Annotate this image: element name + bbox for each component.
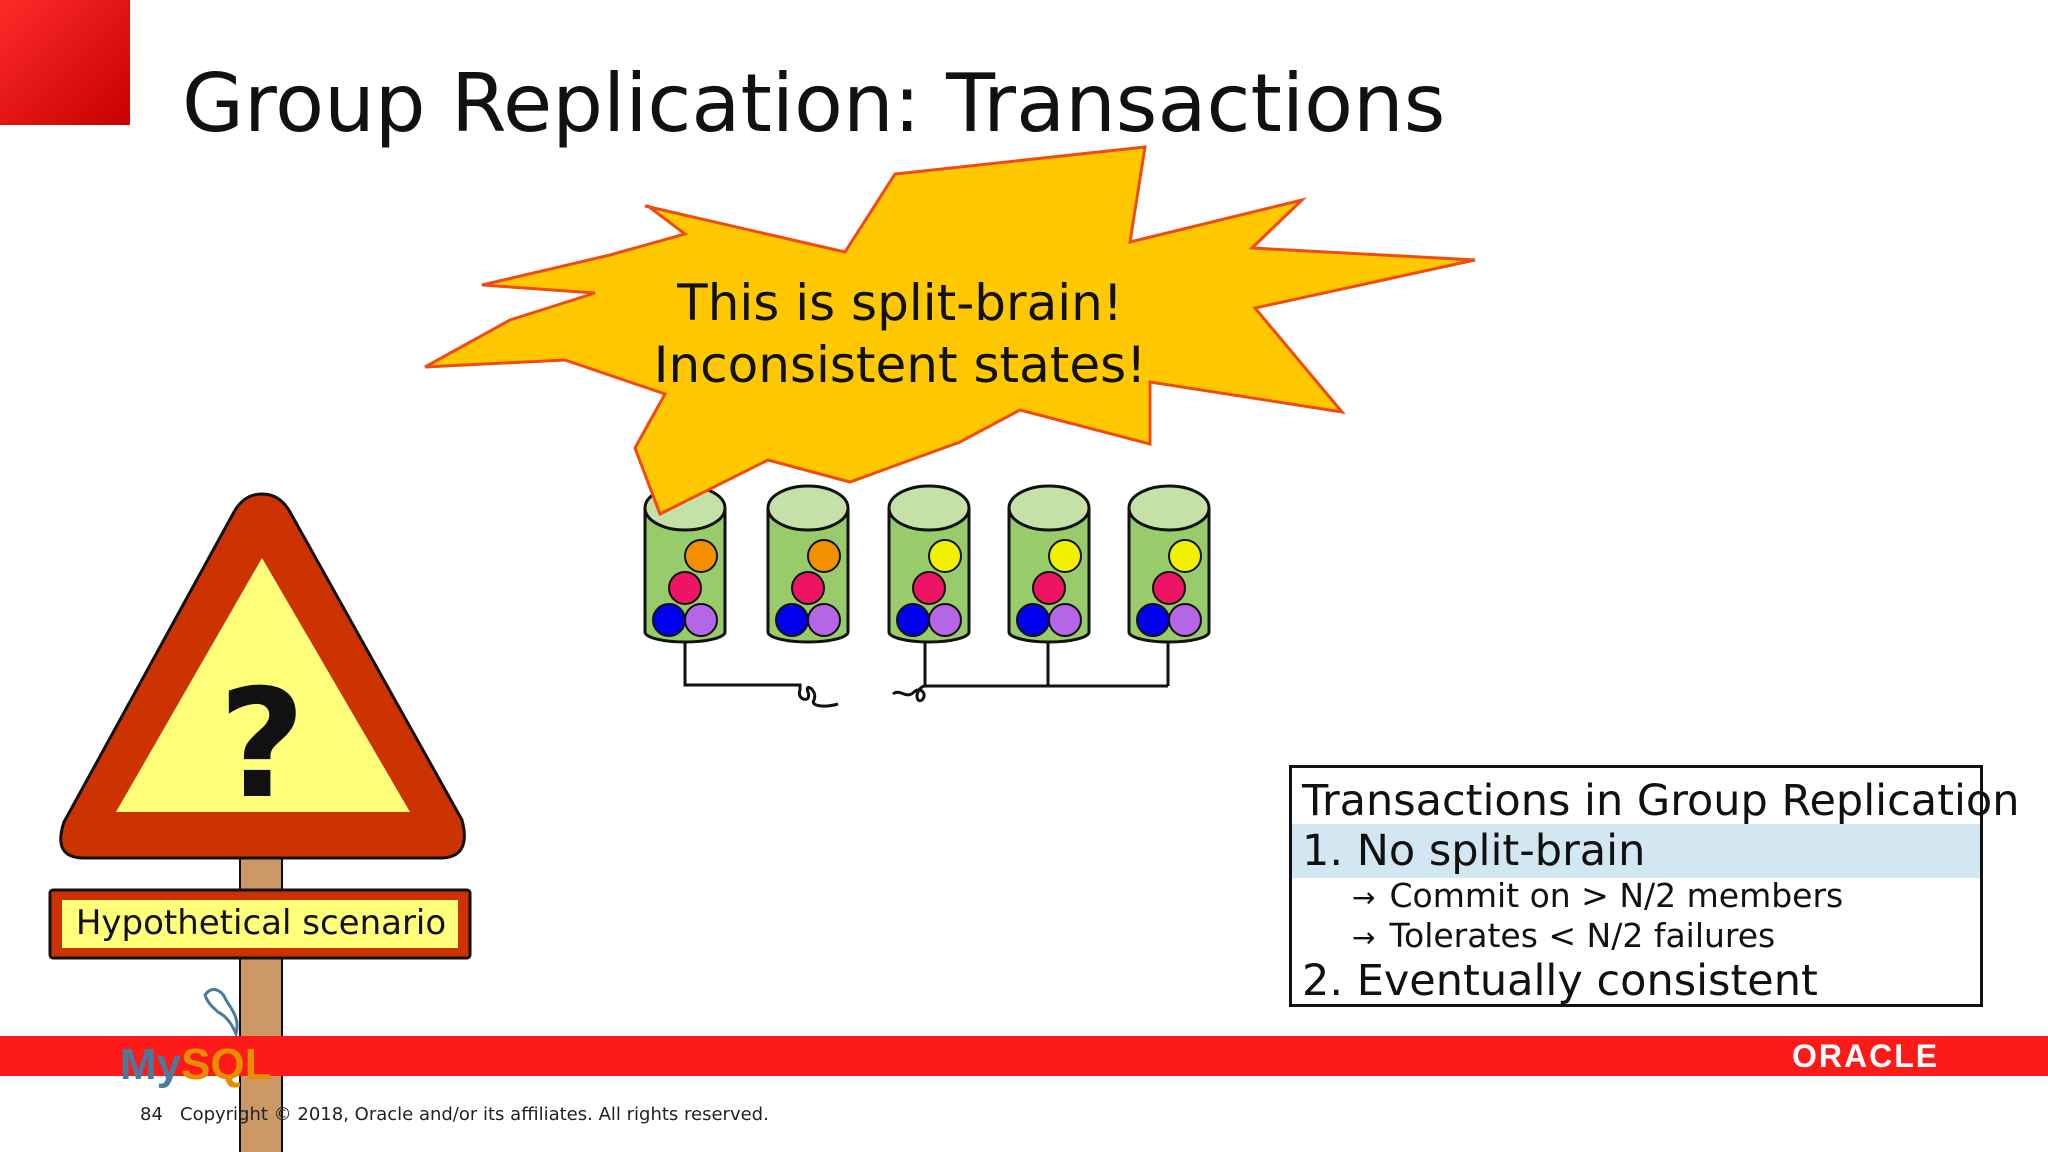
server-top	[887, 484, 971, 532]
transaction-ball	[928, 539, 962, 573]
split-brain-message: This is split-brain! Inconsistent states…	[560, 272, 1240, 396]
server-2	[766, 484, 850, 644]
burst-line-2: Inconsistent states!	[653, 336, 1147, 394]
mysql-logo-sql: SQL	[181, 1040, 272, 1089]
transaction-ball	[652, 603, 686, 637]
sign-label-fill	[62, 900, 458, 948]
network-links	[683, 640, 1170, 708]
server-3	[887, 484, 971, 644]
info-subitem-2-text: Tolerates < N/2 failures	[1389, 916, 1776, 955]
item1-highlight	[1292, 824, 1980, 878]
server-top	[766, 484, 850, 532]
info-subitem-2: → Tolerates < N/2 failures	[1352, 916, 1775, 955]
server-1	[643, 484, 727, 644]
sign-triangle-fill	[116, 558, 410, 812]
transaction-ball	[1136, 603, 1170, 637]
info-box-heading: Transactions in Group Replication	[1302, 776, 2020, 826]
transaction-ball	[1168, 603, 1202, 637]
arrow-right-icon: →	[1352, 881, 1376, 914]
slide-title: Group Replication: Transactions	[182, 57, 1446, 150]
transaction-ball	[1048, 539, 1082, 573]
info-subitem-1: → Commit on > N/2 members	[1352, 876, 1843, 915]
transaction-ball	[1048, 603, 1082, 637]
info-box: Transactions in Group Replication 1. No …	[1289, 765, 2019, 1007]
server-top	[1007, 484, 1091, 532]
info-item-2: 2. Eventually consistent	[1302, 956, 1818, 1006]
server-group	[643, 484, 1211, 644]
transaction-ball	[1016, 603, 1050, 637]
transaction-ball	[896, 603, 930, 637]
transaction-ball	[684, 603, 718, 637]
transaction-ball	[807, 539, 841, 573]
warning-sign: ?	[48, 492, 472, 1152]
transaction-ball	[1152, 571, 1186, 605]
transaction-ball	[791, 571, 825, 605]
transaction-ball	[928, 603, 962, 637]
transaction-ball	[807, 603, 841, 637]
burst-line-1: This is split-brain!	[677, 274, 1123, 332]
oracle-logo: ORACLE	[1792, 1038, 1940, 1074]
arrow-right-icon: →	[1352, 921, 1376, 954]
transaction-ball	[684, 539, 718, 573]
footer-bar	[0, 1036, 2048, 1076]
sign-label: Hypothetical scenario	[75, 903, 447, 943]
transaction-ball	[1168, 539, 1202, 573]
server-5	[1127, 484, 1211, 644]
mysql-dolphin-icon	[203, 988, 239, 1039]
transaction-ball	[668, 571, 702, 605]
transaction-ball	[775, 603, 809, 637]
link-broken-right	[892, 640, 1170, 703]
question-mark-icon: ?	[218, 658, 305, 832]
link-broken-left	[683, 640, 839, 708]
transaction-ball	[1032, 571, 1066, 605]
burst-shape	[424, 145, 1476, 517]
server-4	[1007, 484, 1091, 644]
brand-corner-square	[0, 0, 130, 125]
server-top	[1127, 484, 1211, 532]
info-item-1: 1. No split-brain	[1302, 826, 1646, 876]
slide-number: 84	[140, 1104, 163, 1125]
copyright-notice: Copyright © 2018, Oracle and/or its affi…	[180, 1104, 769, 1125]
mysql-logo: MySQL	[120, 1040, 272, 1090]
transaction-ball	[912, 571, 946, 605]
mysql-logo-my: My	[120, 1040, 182, 1089]
info-subitem-1-text: Commit on > N/2 members	[1389, 876, 1844, 915]
